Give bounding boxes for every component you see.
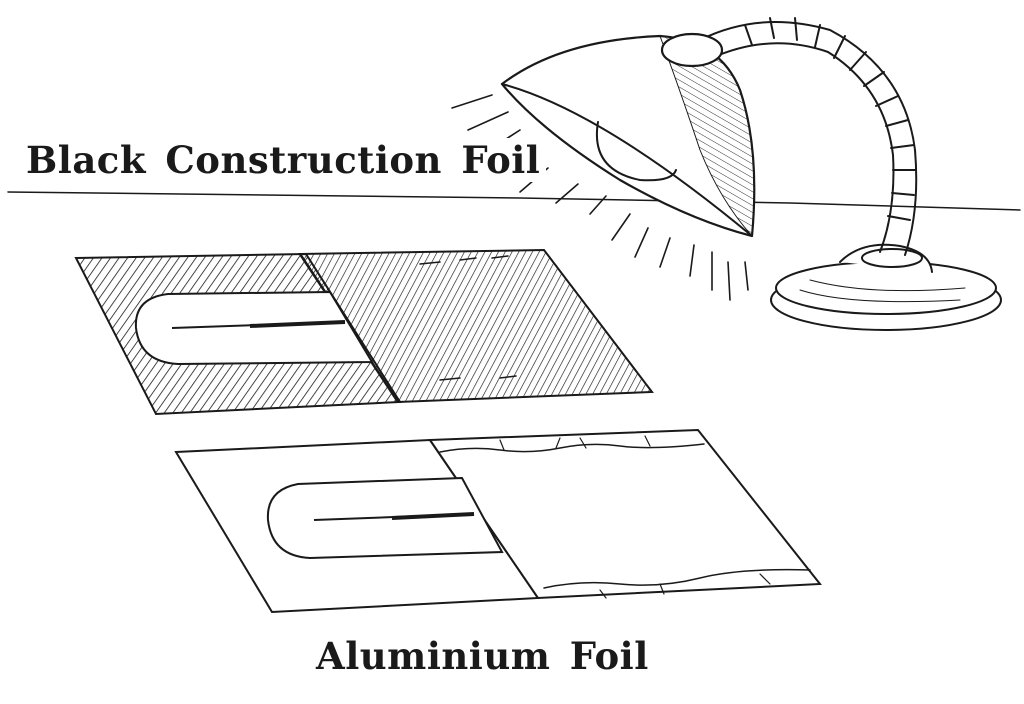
black-construction-foil-label: Black Construction Foil bbox=[26, 138, 547, 182]
desk-lamp-icon bbox=[500, 17, 1002, 331]
lamp-base bbox=[770, 243, 1002, 331]
aluminium-foil-label: Aluminium Foil bbox=[316, 634, 649, 678]
black-foil-sheet bbox=[74, 248, 654, 416]
lamp-shade bbox=[500, 32, 756, 238]
aluminium-foil-sheet bbox=[174, 428, 822, 614]
lamp-bulb bbox=[595, 121, 677, 182]
aluminium-foil-right-panel bbox=[428, 428, 822, 600]
thermometer-icon bbox=[134, 290, 374, 366]
table-edge bbox=[7, 191, 1021, 211]
thermometer-icon bbox=[266, 476, 504, 560]
lamp-neck bbox=[699, 17, 918, 256]
